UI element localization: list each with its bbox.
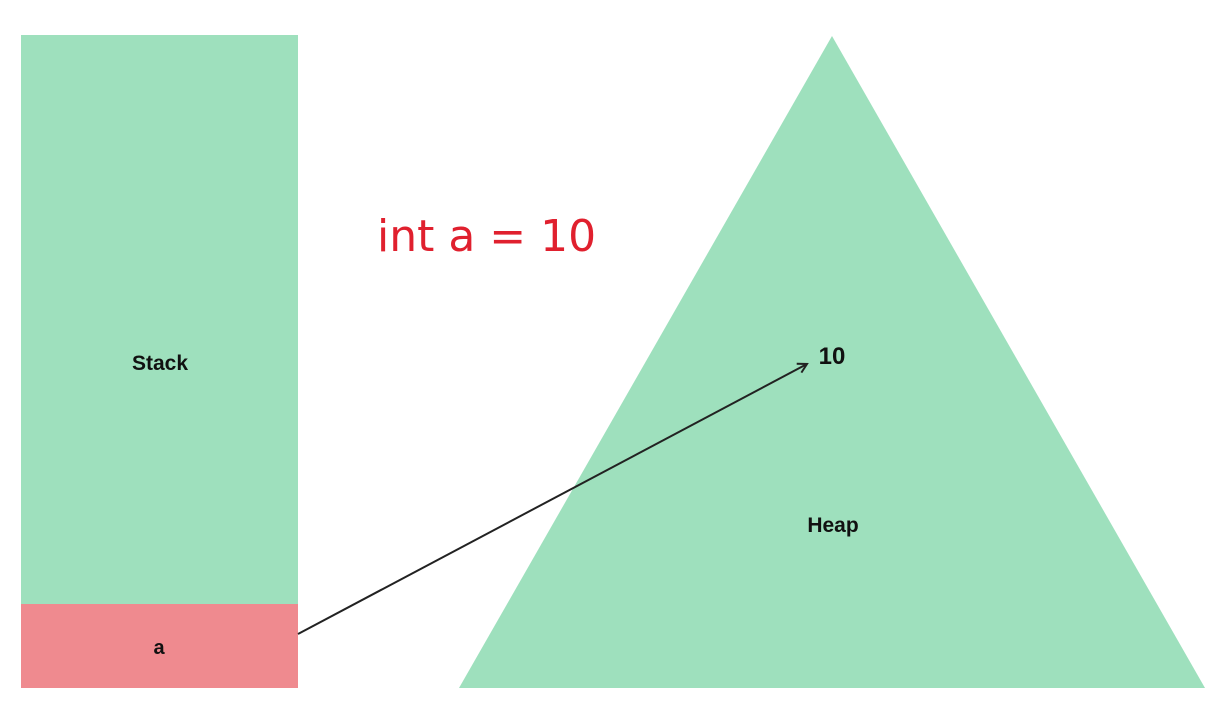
stack-label: Stack [132,352,188,375]
heap-value: 10 [819,343,846,370]
stack-block [21,35,298,605]
heap-label: Heap [807,514,858,537]
heap-triangle [459,36,1205,688]
variable-slot-a [21,604,298,688]
reference-arrow [297,364,807,635]
code-statement: int a = 10 [377,211,596,262]
variable-label: a [153,637,165,659]
